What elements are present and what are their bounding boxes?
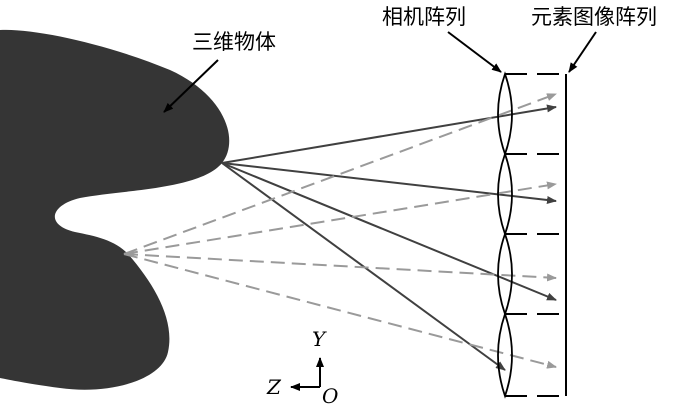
solid-ray	[221, 104, 557, 164]
z-axis-label: Z	[266, 375, 282, 399]
object-leader-arrow	[163, 59, 219, 113]
dashed-ray	[123, 253, 557, 369]
element-image-array-leader-arrow	[568, 31, 597, 73]
element-image-array	[505, 73, 567, 397]
lens	[497, 231, 513, 317]
lens	[497, 311, 513, 399]
dashed-ray	[123, 253, 557, 282]
coordinate-axes: Y Z O	[266, 327, 338, 404]
element-image-array-label: 元素图像阵列	[531, 5, 657, 29]
camera-array-leader-arrow	[447, 31, 502, 73]
dashed-ray	[123, 93, 557, 255]
object-label: 三维物体	[192, 30, 276, 54]
origin-label: O	[322, 384, 338, 404]
y-axis-label: Y	[312, 327, 327, 351]
three-d-object-shape	[0, 29, 230, 390]
solid-ray	[221, 162, 557, 301]
camera-array-label: 相机阵列	[382, 5, 466, 29]
dashed-rays	[123, 93, 557, 369]
solid-ray	[221, 162, 557, 204]
dashed-ray	[123, 181, 557, 255]
